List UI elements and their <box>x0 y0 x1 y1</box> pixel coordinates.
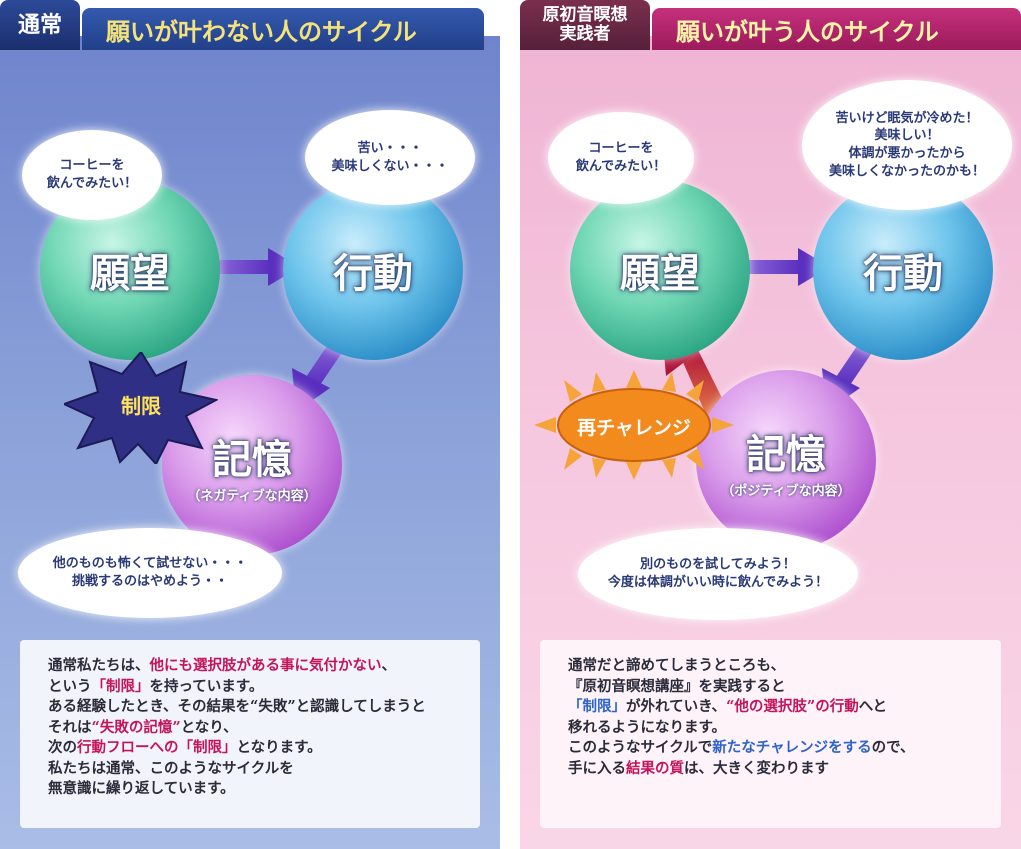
cycle-diagram: 願望 行動 記憶 （ネガティブな内容） コーヒーを飲んでみたい！ 苦い・・・美味… <box>0 50 500 640</box>
panel-title: 願いが叶わない人のサイクル <box>82 8 484 50</box>
memory-label: 記憶 <box>212 435 292 483</box>
retry-badge: 再チャレンジ <box>577 417 691 439</box>
explanation-text: 通常だと諦めてしまうところも、 『原初音瞑想講座』を実践すると 「制限」が外れて… <box>540 640 1001 828</box>
text-line: このようなサイクルで新たなチャレンジをするので、 <box>568 739 915 756</box>
wish-label: 願望 <box>90 250 170 297</box>
cycle-diagram: 願望 行動 記憶 （ポジティブな内容） コーヒーを飲んでみたい！ 苦いけど眠気が… <box>520 50 1021 640</box>
memory-sublabel: （ネガティブな内容） <box>187 488 317 504</box>
limit-badge: 制限 <box>121 394 161 418</box>
action-sphere: 行動 <box>283 180 463 360</box>
memory-speech-bubble: 他のものも怖くて試せない・・・挑戦するのはやめよう・・ <box>18 528 282 618</box>
wish-label: 願望 <box>620 250 700 297</box>
text-line: 無意識に繰り返しています。 <box>48 780 235 797</box>
wish-sphere: 願望 <box>570 180 750 360</box>
panel-title: 願いが叶う人のサイクル <box>652 8 1021 50</box>
wish-speech-bubble: コーヒーを飲んでみたい！ <box>548 112 694 204</box>
text-line: 手に入る結果の質は、大きく変わります <box>568 759 829 777</box>
wish-speech-bubble: コーヒーを飲んでみたい！ <box>22 130 162 220</box>
action-sphere: 行動 <box>813 180 993 360</box>
memory-sphere: 記憶 （ポジティブな内容） <box>696 370 876 550</box>
action-speech-bubble: 苦いけど眠気が冷めた！美味しい！体調が悪かったから美味しくなかったのかも！ <box>802 80 1012 210</box>
text-line: 通常私たちは、他にも選択肢がある事に気付かない、 <box>48 657 396 674</box>
memory-sublabel: （ポジティブな内容） <box>721 483 851 499</box>
explanation-text: 通常私たちは、他にも選択肢がある事に気付かない、 という「制限」を持っています。… <box>20 640 480 828</box>
action-label: 行動 <box>863 250 943 297</box>
retry-sun-icon <box>534 370 734 480</box>
text-line: 私たちは通常、このようなサイクルを <box>48 759 294 777</box>
text-line: 移れるようになります。 <box>568 718 727 736</box>
action-label: 行動 <box>333 250 413 297</box>
text-line: 通常だと諦めてしまうところも、 <box>568 657 786 674</box>
action-speech-bubble: 苦い・・・美味しくない・・・ <box>305 110 475 205</box>
text-line: という「制限」を持っています。 <box>48 677 264 695</box>
text-line: 「制限」が外れていき、“他の選択肢”の行動へと <box>568 698 888 715</box>
category-tag: 原初音瞑想実践者 <box>520 0 650 50</box>
limit-starburst-icon <box>64 352 218 464</box>
normal-cycle-panel: 通常 願いが叶わない人のサイクル 願望 行動 記憶 （ネガティブな <box>0 0 500 849</box>
memory-speech-bubble: 別のものを試してみよう！今度は体調がいい時に飲んでみよう！ <box>578 528 858 620</box>
text-line: 『原初音瞑想講座』を実践すると <box>568 677 786 695</box>
text-line: ある経験したとき、その結果を“失敗”と認識してしまうと <box>48 698 426 715</box>
text-line: それは“失敗の記憶”となり、 <box>48 718 238 736</box>
text-line: 次の行動フローへの「制限」となります。 <box>48 739 322 756</box>
meditation-cycle-panel: 原初音瞑想実践者 願いが叶う人のサイクル 願望 <box>520 0 1021 849</box>
category-tag: 通常 <box>0 0 80 50</box>
memory-label: 記憶 <box>746 430 826 478</box>
